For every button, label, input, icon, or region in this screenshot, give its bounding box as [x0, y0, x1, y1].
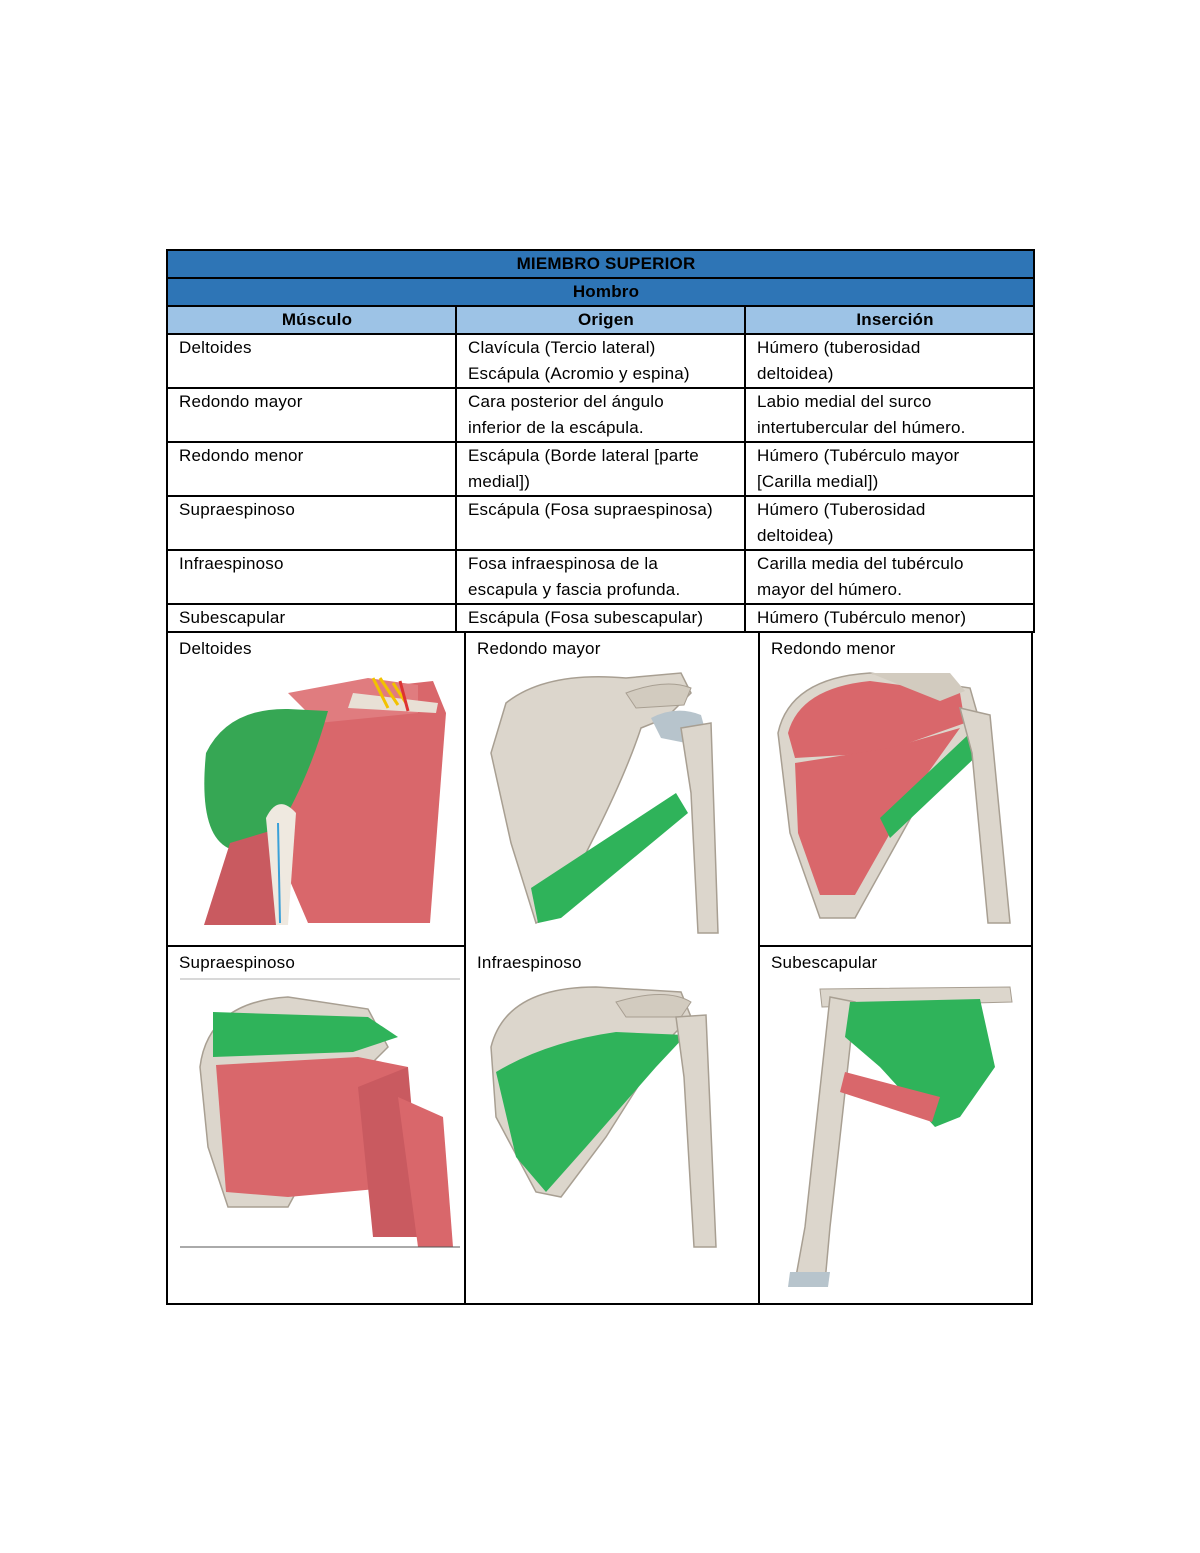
infraspinatus-illustration	[490, 986, 717, 1248]
figure-divider	[464, 633, 466, 1303]
origin-line: medial])	[468, 472, 531, 491]
muscle-cell: Subescapular	[166, 603, 457, 633]
origin-cell: Escápula (Fosa supraespinosa)	[455, 495, 746, 551]
figure-label: Redondo mayor	[477, 639, 601, 658]
insertion-line: deltoidea)	[757, 364, 834, 383]
figure-panel-subescapular: Subescapular	[760, 947, 1033, 1303]
insertion-line: Carilla media del tubérculo	[757, 554, 964, 573]
column-header-origin: Origen	[455, 305, 746, 335]
origin-line: Cara posterior del ángulo	[468, 392, 664, 411]
origin-cell: Escápula (Fosa subescapular)	[455, 603, 746, 633]
insertion-cell: Húmero (Tuberosidad deltoidea)	[743, 495, 1036, 551]
figure-label: Infraespinoso	[477, 953, 582, 972]
figure-panel-supraespinoso: Supraespinoso	[168, 947, 464, 1303]
muscle-cell: Infraespinoso	[166, 549, 457, 605]
table-row: Redondo menor Escápula (Borde lateral [p…	[166, 441, 1036, 497]
deltoid-illustration	[204, 677, 446, 925]
insertion-cell: Húmero (Tubérculo menor)	[743, 603, 1036, 633]
figure-divider	[758, 945, 1033, 947]
insertion-line: intertubercular del húmero.	[757, 418, 966, 437]
teres-major-illustration	[490, 672, 719, 934]
column-header-muscle: Músculo	[166, 305, 457, 335]
origin-line: escapula y fascia profunda.	[468, 580, 681, 599]
insertion-line: deltoidea)	[757, 526, 834, 545]
origin-cell: Fosa infraespinosa de la escapula y fasci…	[455, 549, 746, 605]
origin-cell: Cara posterior del ángulo inferior de la …	[455, 387, 746, 443]
muscle-cell: Redondo mayor	[166, 387, 457, 443]
insertion-cell: Labio medial del surco intertubercular de…	[743, 387, 1036, 443]
origin-line: Escápula (Fosa supraespinosa)	[468, 500, 713, 519]
table-row: Supraespinoso Escápula (Fosa supraespino…	[166, 495, 1036, 551]
origin-line: inferior de la escápula.	[468, 418, 644, 437]
muscle-cell: Supraespinoso	[166, 495, 457, 551]
table-row: Infraespinoso Fosa infraespinosa de la es…	[166, 549, 1036, 605]
figure-grid: Deltoides Redondo mayor	[166, 633, 1033, 1305]
insertion-line: Labio medial del surco	[757, 392, 932, 411]
figure-label: Redondo menor	[771, 639, 896, 658]
subscapularis-illustration	[788, 986, 1013, 1287]
table-row: Redondo mayor Cara posterior del ángulo i…	[166, 387, 1036, 443]
insertion-cell: Carilla media del tubérculo mayor del húm…	[743, 549, 1036, 605]
figure-label: Deltoides	[179, 639, 252, 658]
muscle-cell: Deltoides	[166, 333, 457, 389]
origin-line: Escápula (Acromio y espina)	[468, 364, 690, 383]
origin-cell: Clavícula (Tercio lateral) Escápula (Acro…	[455, 333, 746, 389]
table-row: Deltoides Clavícula (Tercio lateral) Escá…	[166, 333, 1036, 389]
table-title: MIEMBRO SUPERIOR	[165, 249, 1036, 279]
insertion-line: Húmero (Tubérculo mayor	[757, 446, 960, 465]
figure-panel-redondo-menor: Redondo menor	[760, 633, 1033, 945]
supraspinatus-illustration	[180, 978, 460, 1248]
figure-panel-infraespinoso: Infraespinoso	[466, 947, 758, 1303]
insertion-line: [Carilla medial])	[757, 472, 879, 491]
table-subtitle: Hombro	[165, 277, 1036, 307]
insertion-line: Húmero (tuberosidad	[757, 338, 921, 357]
muscle-cell: Redondo menor	[166, 441, 457, 497]
origin-line: Fosa infraespinosa de la	[468, 554, 659, 573]
figure-divider	[758, 633, 760, 1303]
origin-cell: Escápula (Borde lateral [parte medial])	[455, 441, 746, 497]
table-row: Subescapular Escápula (Fosa subescapular…	[166, 603, 1036, 633]
document: MIEMBRO SUPERIOR Hombro Músculo Origen I…	[165, 249, 1036, 1305]
insertion-cell: Húmero (tuberosidad deltoidea)	[743, 333, 1036, 389]
teres-minor-illustration	[777, 672, 1011, 924]
insertion-cell: Húmero (Tubérculo mayor [Carilla medial])	[743, 441, 1036, 497]
origin-line: Clavícula (Tercio lateral)	[468, 338, 656, 357]
figure-label: Subescapular	[771, 953, 878, 972]
figure-panel-redondo-mayor: Redondo mayor	[466, 633, 758, 945]
insertion-line: Húmero (Tuberosidad	[757, 500, 926, 519]
insertion-line: mayor del húmero.	[757, 580, 903, 599]
origin-line: Escápula (Borde lateral [parte	[468, 446, 699, 465]
figure-divider	[168, 945, 464, 947]
column-header-insertion: Inserción	[743, 305, 1036, 335]
muscle-table: MIEMBRO SUPERIOR Hombro Músculo Origen I…	[165, 249, 1036, 633]
figure-panel-deltoides: Deltoides	[168, 633, 464, 945]
figure-label: Supraespinoso	[179, 953, 296, 972]
